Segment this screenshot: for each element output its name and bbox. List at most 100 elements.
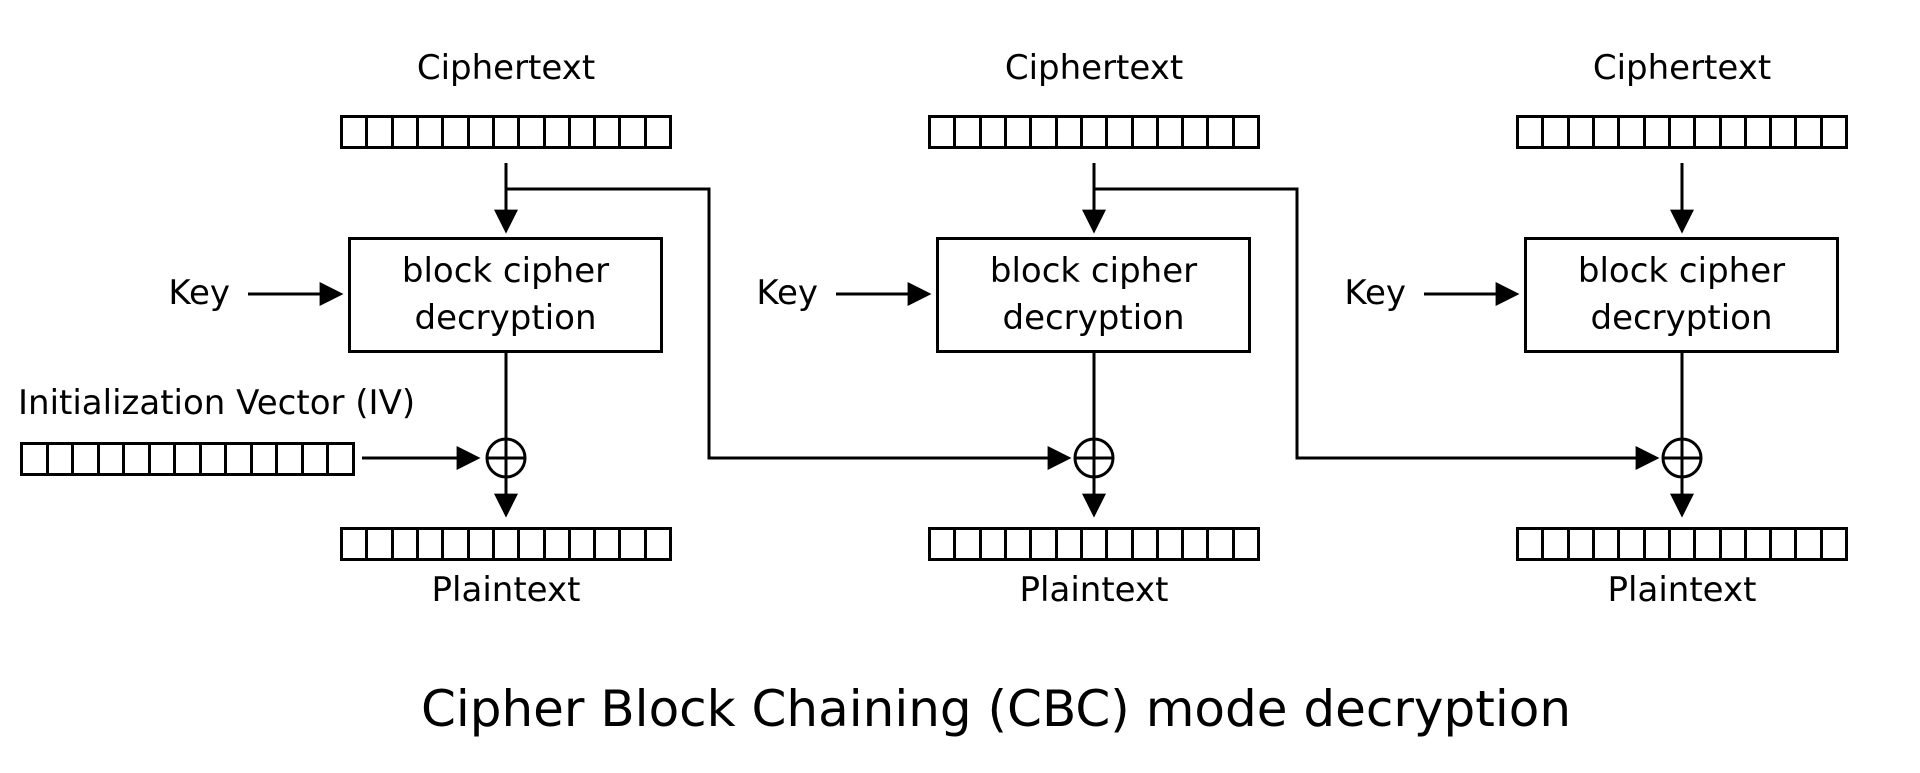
bit-cell <box>542 118 568 146</box>
bit-cell <box>1155 530 1181 558</box>
bit-cell <box>1743 530 1769 558</box>
bit-cell <box>593 118 618 146</box>
bit-cell <box>1181 118 1206 146</box>
cbc-block-2: Ciphertext Key block cipher decryption P… <box>756 0 1388 660</box>
bit-cell <box>1769 118 1794 146</box>
bit-cell <box>1130 530 1156 558</box>
bit-cell <box>567 118 593 146</box>
bit-cell <box>491 530 517 558</box>
bit-cell <box>415 118 441 146</box>
bit-cell <box>978 118 1004 146</box>
bit-cell <box>1206 118 1231 146</box>
bit-cell <box>1155 118 1181 146</box>
bit-cell <box>1206 530 1231 558</box>
bit-cell <box>1794 118 1819 146</box>
bit-cell <box>96 445 123 473</box>
ciphertext-bits <box>1516 115 1848 149</box>
bit-cell <box>1718 530 1744 558</box>
bit-cell <box>491 118 517 146</box>
bit-cell <box>173 445 199 473</box>
bit-cell <box>466 118 492 146</box>
bit-cell <box>343 118 365 146</box>
bit-cell <box>618 530 643 558</box>
bit-cell <box>953 530 978 558</box>
bit-cell <box>147 445 174 473</box>
bit-cell <box>1079 530 1105 558</box>
bit-cell <box>1181 530 1206 558</box>
bit-cell <box>1003 530 1029 558</box>
plaintext-label: Plaintext <box>1607 570 1757 610</box>
bit-cell <box>542 530 568 558</box>
plaintext-bits <box>340 527 672 561</box>
bit-cell <box>1519 118 1541 146</box>
bit-cell <box>343 530 365 558</box>
bit-cell <box>1794 530 1819 558</box>
box-label-line2: decryption <box>1590 298 1773 338</box>
bit-cell <box>1693 530 1718 558</box>
bit-cell <box>1617 530 1642 558</box>
bit-cell <box>517 530 542 558</box>
bit-cell <box>1769 530 1794 558</box>
bit-cell <box>1130 118 1156 146</box>
bit-cell <box>365 530 390 558</box>
bit-cell <box>1591 118 1617 146</box>
ciphertext-label: Ciphertext <box>416 48 596 88</box>
box-label-line1: block cipher <box>1577 251 1786 291</box>
cbc-block-3: Ciphertext Key block cipher decryption P… <box>1344 0 1920 660</box>
box-label-line2: decryption <box>1002 298 1185 338</box>
bit-cell <box>441 118 466 146</box>
diagram-title: Cipher Block Chaining (CBC) mode decrypt… <box>420 680 1572 738</box>
bit-cell <box>1231 118 1257 146</box>
bit-cell <box>365 118 390 146</box>
bit-cell <box>1541 530 1566 558</box>
bit-cell <box>567 530 593 558</box>
bit-cell <box>122 445 148 473</box>
bit-cell <box>415 530 441 558</box>
bit-cell <box>1231 530 1257 558</box>
bit-cell <box>978 530 1004 558</box>
bit-cell <box>618 118 643 146</box>
bit-cell <box>1079 118 1105 146</box>
bit-cell <box>1029 530 1054 558</box>
plaintext-label: Plaintext <box>1019 570 1169 610</box>
xor-icon-2 <box>1073 437 1115 479</box>
bit-cell <box>1718 118 1744 146</box>
bit-cell <box>643 118 669 146</box>
chain-arrow-1-to-2 <box>506 187 1072 470</box>
cbc-block-1: Ciphertext Key block cipher decryption P… <box>168 0 800 660</box>
plaintext-label: Plaintext <box>431 570 581 610</box>
bit-cell <box>1541 118 1566 146</box>
bit-cell <box>1642 118 1668 146</box>
bit-cell <box>931 118 953 146</box>
box-label-line2: decryption <box>414 298 597 338</box>
bit-cell <box>1819 530 1845 558</box>
bit-cell <box>275 445 301 473</box>
bit-cell <box>1591 530 1617 558</box>
plaintext-bits <box>928 527 1260 561</box>
block-cipher-decryption-box: block cipher decryption <box>936 237 1251 353</box>
ciphertext-bits <box>340 115 672 149</box>
ciphertext-label: Ciphertext <box>1592 48 1772 88</box>
bit-cell <box>466 530 492 558</box>
bit-cell <box>23 445 46 473</box>
bit-cell <box>953 118 978 146</box>
bit-cell <box>593 530 618 558</box>
bit-cell <box>1054 118 1080 146</box>
box-label-line1: block cipher <box>989 251 1198 291</box>
bit-cell <box>1642 530 1668 558</box>
plaintext-bits <box>1516 527 1848 561</box>
bit-cell <box>1667 530 1693 558</box>
bit-cell <box>1566 118 1592 146</box>
bit-cell <box>643 530 669 558</box>
bit-cell <box>390 530 416 558</box>
bit-cell <box>249 445 276 473</box>
bit-cell <box>71 445 97 473</box>
xor-icon-1 <box>485 437 527 479</box>
bit-cell <box>1105 530 1130 558</box>
bit-cell <box>1566 530 1592 558</box>
key-label: Key <box>168 273 230 313</box>
box-label-line1: block cipher <box>401 251 610 291</box>
bit-cell <box>198 445 225 473</box>
